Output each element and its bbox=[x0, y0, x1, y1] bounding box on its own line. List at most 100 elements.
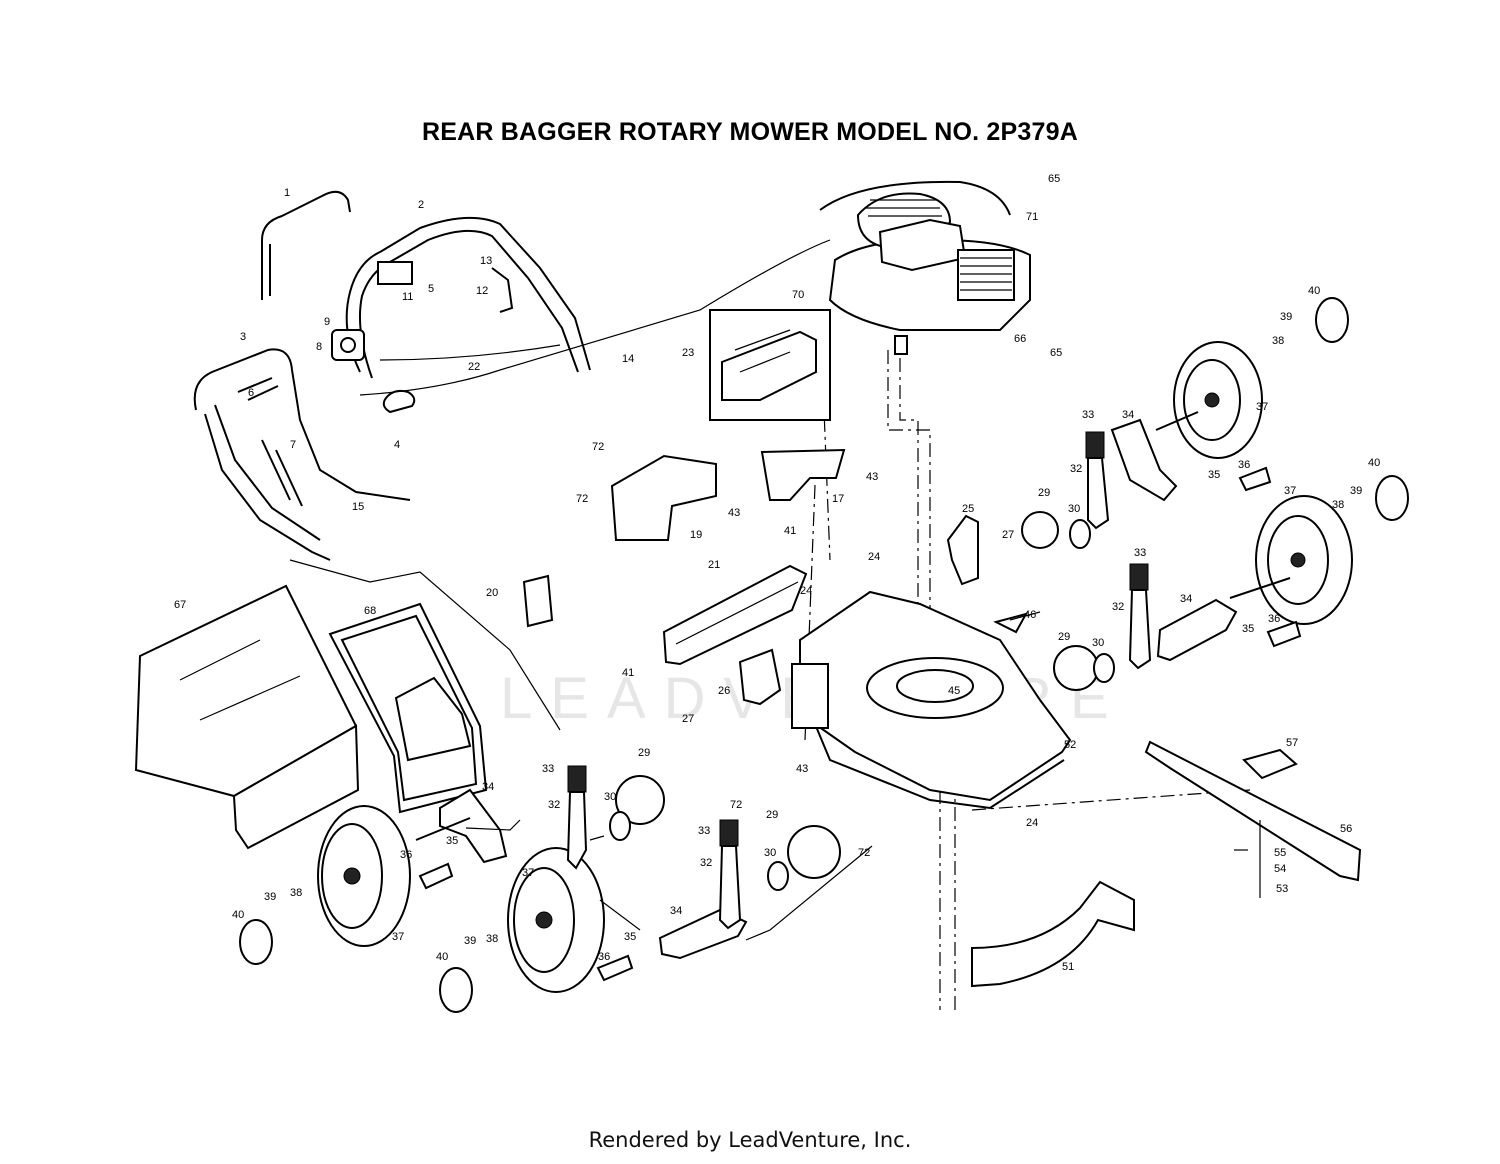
callout-37b: 37 bbox=[522, 867, 534, 879]
callout-33b: 33 bbox=[698, 825, 710, 837]
bag-frame-68 bbox=[328, 602, 488, 814]
blade-56 bbox=[1144, 740, 1362, 882]
callout-30c: 30 bbox=[1068, 503, 1080, 515]
callout-38d: 38 bbox=[1332, 499, 1344, 511]
callout-7: 7 bbox=[290, 439, 296, 451]
callout-14: 14 bbox=[622, 353, 634, 365]
callout-23: 23 bbox=[682, 347, 694, 359]
callout-34c: 34 bbox=[1122, 409, 1134, 421]
callout-68: 68 bbox=[364, 605, 376, 617]
wheel-rear-right-37 bbox=[1173, 341, 1263, 459]
callout-53: 53 bbox=[1276, 883, 1288, 895]
callout-30d: 30 bbox=[1092, 637, 1104, 649]
callout-24a: 24 bbox=[868, 551, 880, 563]
callout-6: 6 bbox=[248, 387, 254, 399]
callout-40d: 40 bbox=[1368, 457, 1380, 469]
lower-handle-3 bbox=[193, 348, 411, 561]
callout-1: 1 bbox=[284, 187, 290, 199]
footer-credit: Rendered by LeadVenture, Inc. bbox=[588, 1128, 912, 1152]
callout-43b: 43 bbox=[728, 507, 740, 519]
callout-5: 5 bbox=[428, 283, 434, 295]
callout-20: 20 bbox=[486, 587, 498, 599]
callout-40b: 40 bbox=[436, 951, 448, 963]
callout-32b: 32 bbox=[700, 857, 712, 869]
callout-41b: 41 bbox=[622, 667, 634, 679]
wheel-front-right-37 bbox=[507, 847, 605, 993]
callout-33c: 33 bbox=[1082, 409, 1094, 421]
callout-40a: 40 bbox=[232, 909, 244, 921]
callout-52: 52 bbox=[1064, 739, 1076, 751]
callout-34d: 34 bbox=[1180, 593, 1192, 605]
callout-34a: 34 bbox=[482, 781, 494, 793]
callout-38c: 38 bbox=[1272, 335, 1284, 347]
callout-24b: 24 bbox=[800, 585, 812, 597]
callout-72b: 72 bbox=[576, 493, 588, 505]
callout-72a: 72 bbox=[592, 441, 604, 453]
callout-40c: 40 bbox=[1308, 285, 1320, 297]
deflector-23 bbox=[709, 309, 831, 421]
upper-handle-1 bbox=[261, 190, 351, 300]
callout-19: 19 bbox=[690, 529, 702, 541]
callout-11: 11 bbox=[402, 291, 413, 303]
callout-32d: 32 bbox=[1112, 601, 1124, 613]
wheel-rear-far-37 bbox=[1255, 495, 1353, 625]
callout-8: 8 bbox=[316, 341, 322, 353]
grass-bag-67 bbox=[134, 584, 360, 850]
bail-control-9 bbox=[331, 329, 365, 361]
callout-32c: 32 bbox=[1070, 463, 1082, 475]
callout-41a: 41 bbox=[784, 525, 796, 537]
callout-43c: 43 bbox=[796, 763, 808, 775]
callout-55: 55 bbox=[1274, 847, 1286, 859]
callout-56: 56 bbox=[1340, 823, 1352, 835]
wheel-front-left-37 bbox=[317, 805, 411, 947]
callout-29c: 29 bbox=[1038, 487, 1050, 499]
callout-35c: 35 bbox=[1208, 469, 1220, 481]
callout-29d: 29 bbox=[1058, 631, 1070, 643]
callout-38b: 38 bbox=[486, 933, 498, 945]
callout-36a: 36 bbox=[400, 849, 412, 861]
callout-25: 25 bbox=[962, 503, 974, 515]
callout-27a: 27 bbox=[682, 713, 694, 725]
callout-43a: 43 bbox=[866, 471, 878, 483]
callout-35d: 35 bbox=[1242, 623, 1254, 635]
callout-29a: 29 bbox=[638, 747, 650, 759]
callout-70: 70 bbox=[792, 289, 804, 301]
callout-33d: 33 bbox=[1134, 547, 1146, 559]
callout-12: 12 bbox=[476, 285, 488, 297]
callout-37a: 37 bbox=[392, 931, 404, 943]
callout-9: 9 bbox=[324, 316, 330, 328]
callout-35a: 35 bbox=[446, 835, 458, 847]
callout-3: 3 bbox=[240, 331, 246, 343]
callout-65a: 65 bbox=[1048, 173, 1060, 185]
callout-71: 71 bbox=[1026, 211, 1038, 223]
callout-45: 45 bbox=[948, 685, 960, 697]
callout-72d: 72 bbox=[858, 847, 870, 859]
callout-36b: 36 bbox=[598, 951, 610, 963]
callout-34b: 34 bbox=[670, 905, 682, 917]
callout-24c: 24 bbox=[1026, 817, 1038, 829]
mower-deck-52 bbox=[791, 590, 1072, 810]
callout-4: 4 bbox=[394, 439, 400, 451]
callout-33a: 33 bbox=[542, 763, 554, 775]
callout-26: 26 bbox=[718, 685, 730, 697]
callout-66: 66 bbox=[1014, 333, 1026, 345]
callout-35b: 35 bbox=[624, 931, 636, 943]
callout-13: 13 bbox=[480, 255, 492, 267]
callout-72c: 72 bbox=[730, 799, 742, 811]
callout-21: 21 bbox=[708, 559, 720, 571]
callout-39d: 39 bbox=[1350, 485, 1362, 497]
callout-2: 2 bbox=[418, 199, 424, 211]
callout-30a: 30 bbox=[604, 791, 616, 803]
callout-36c: 36 bbox=[1238, 459, 1250, 471]
callout-39a: 39 bbox=[264, 891, 276, 903]
callout-37c: 37 bbox=[1256, 401, 1268, 413]
callout-54: 54 bbox=[1274, 863, 1286, 875]
callout-30b: 30 bbox=[764, 847, 776, 859]
callout-38a: 38 bbox=[290, 887, 302, 899]
callout-39c: 39 bbox=[1280, 311, 1292, 323]
callout-65b: 65 bbox=[1050, 347, 1062, 359]
callout-29b: 29 bbox=[766, 809, 778, 821]
callout-27b: 27 bbox=[1002, 529, 1014, 541]
